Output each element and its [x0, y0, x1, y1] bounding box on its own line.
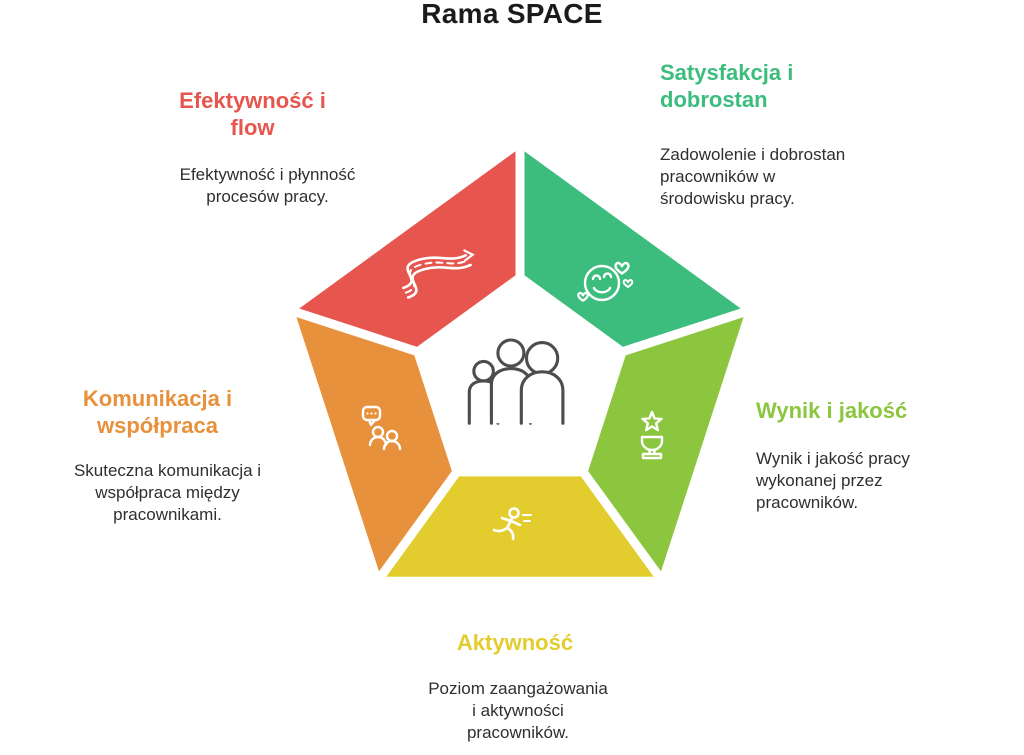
diagram-title: Rama SPACE [421, 0, 603, 29]
heading-efektywnosc: Efektywność i flow [179, 88, 326, 140]
heading-aktywnosc: Aktywność [456, 630, 574, 655]
description-aktywnosc: Poziom zaangażowania i aktywności pracow… [428, 679, 608, 743]
running-person-icon [492, 507, 532, 541]
description-wynik: Wynik i jakość pracy wykonanej przez pra… [756, 449, 910, 513]
description-efektywnosc: Efektywność i płynność procesów pracy. [179, 165, 356, 207]
heading-satysfakcja: Satysfakcja i dobrostan [660, 60, 794, 112]
trophy-star-icon [640, 410, 664, 460]
winding-road-icon [402, 249, 475, 299]
description-satysfakcja: Zadowolenie i dobrostan pracowników w śr… [660, 145, 846, 209]
smiley-hearts-icon [577, 261, 634, 302]
heading-komunikacja: Komunikacja i współpraca [82, 386, 233, 438]
segment-separators [290, 145, 750, 582]
description-komunikacja: Skuteczna komunikacja i współpraca międz… [73, 461, 262, 525]
people-group-icon [467, 338, 565, 425]
heading-wynik: Wynik i jakość [756, 398, 908, 423]
people-chat-icon [361, 405, 402, 451]
